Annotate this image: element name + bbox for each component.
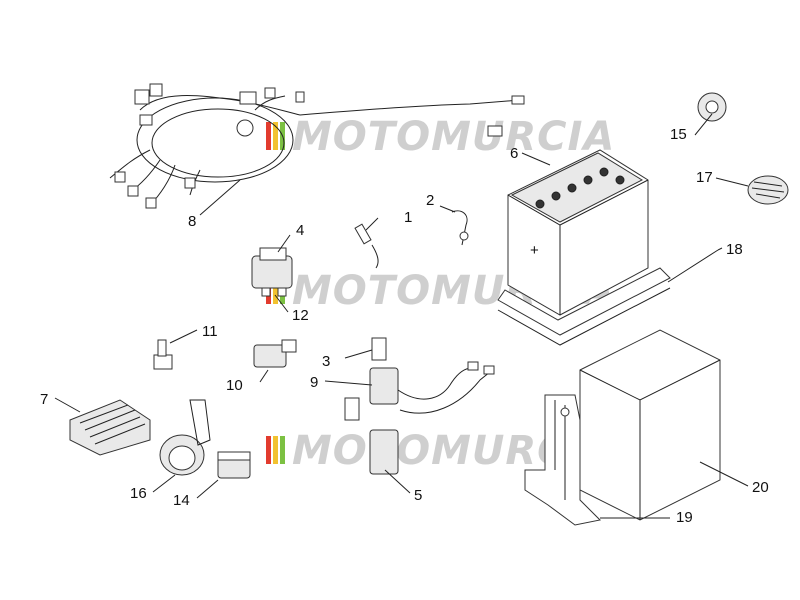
callout-11: 11 xyxy=(202,323,218,340)
fuse-parts xyxy=(344,337,399,475)
callout-16: 16 xyxy=(130,485,147,502)
battery-plus-sign: + xyxy=(530,242,539,259)
reflector-part xyxy=(747,175,789,205)
watermark-top: MOTOMURCIA xyxy=(266,114,615,160)
box-bracket xyxy=(524,394,602,526)
battery: + xyxy=(507,149,649,316)
leader-lines xyxy=(54,113,749,519)
callout-1: 1 xyxy=(404,209,412,226)
wiring-harness xyxy=(109,83,525,209)
callout-20: 20 xyxy=(752,479,769,496)
callout-5: 5 xyxy=(414,487,422,504)
callout-2: 2 xyxy=(426,192,434,209)
fuse-holder-part xyxy=(369,361,495,414)
callout-19: 19 xyxy=(676,509,693,526)
callout-8: 8 xyxy=(188,213,196,230)
connector-part-11 xyxy=(153,339,173,370)
connector-part-10 xyxy=(253,339,297,368)
clip-part xyxy=(451,210,469,246)
callout-10: 10 xyxy=(226,377,243,394)
callout-6: 6 xyxy=(510,145,518,162)
callout-4: 4 xyxy=(296,222,304,239)
callout-7: 7 xyxy=(40,391,48,408)
horn-part xyxy=(159,399,211,476)
bulb-part xyxy=(354,223,379,269)
watermark-text-top: MOTOMURCIA xyxy=(292,114,615,160)
grommet-part xyxy=(697,92,727,122)
callout-3: 3 xyxy=(322,353,330,370)
callout-18: 18 xyxy=(726,241,743,258)
callout-12: 12 xyxy=(292,307,309,324)
relay-part-14 xyxy=(217,451,251,479)
callout-9: 9 xyxy=(310,374,318,391)
callout-15: 15 xyxy=(670,126,687,143)
callout-14: 14 xyxy=(173,492,190,509)
battery-tray xyxy=(497,267,671,346)
callout-17: 17 xyxy=(696,169,713,186)
relay-part xyxy=(251,247,293,297)
box-cover xyxy=(579,329,721,521)
regulator-part xyxy=(69,399,151,456)
